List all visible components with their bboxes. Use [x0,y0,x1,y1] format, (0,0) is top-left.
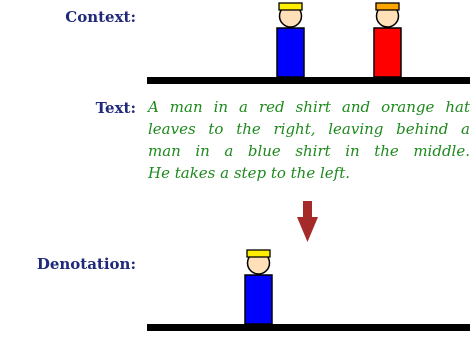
blue-shirt [245,275,272,324]
arrow-head [297,217,318,242]
denotation-scene [147,250,470,331]
red-shirt-man-figure [374,3,401,77]
arrow-shaft [303,201,312,218]
down-arrow [297,201,318,242]
ground-line [147,324,470,331]
yellow-hat [279,3,302,10]
red-shirt [374,28,401,77]
blue-shirt-man-figure [277,3,304,77]
blue-shirt-man-figure [245,250,272,324]
orange-hat [376,3,399,10]
yellow-hat [247,250,270,257]
blue-shirt [277,28,304,77]
ground-line [147,77,470,84]
context-scene [147,3,470,84]
